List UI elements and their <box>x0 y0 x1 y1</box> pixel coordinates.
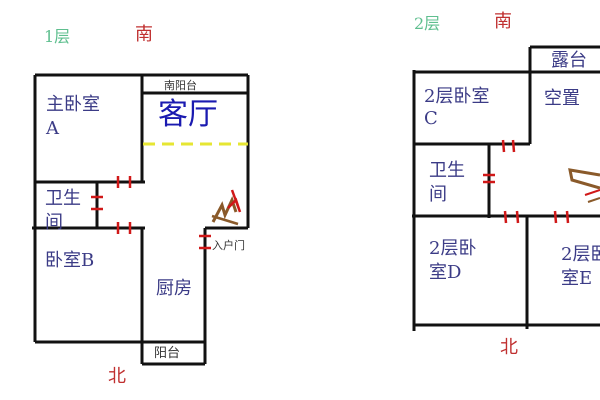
vacant-label: 空置 <box>544 88 580 109</box>
master-bedroom-letter: A <box>46 118 59 139</box>
floor1-stairs-icon <box>211 189 242 226</box>
floor1-doors <box>91 176 211 250</box>
bedroom-e-label-1: 2层卧 <box>561 244 600 265</box>
master-bedroom-label: 主卧室 <box>46 94 100 115</box>
bedroom-c-label-2: C <box>424 108 438 129</box>
floor1-south-label: 南 <box>135 24 153 45</box>
bedroom-c-label-1: 2层卧室 <box>424 86 490 107</box>
floor2-north-label: 北 <box>500 337 518 358</box>
bedroom-d-label-1: 2层卧 <box>429 238 477 259</box>
terrace-label: 露台 <box>551 50 587 71</box>
floor1-bathroom-label-1: 卫生 <box>45 188 81 209</box>
floor2-doors <box>483 139 570 224</box>
floor2-stairs-icon <box>568 168 600 203</box>
balcony-label: 阳台 <box>154 346 181 361</box>
bedroom-d-label-2: 室D <box>429 262 462 283</box>
floor1-title: 1层 <box>44 27 71 46</box>
floor2-south-label: 南 <box>494 11 512 32</box>
bedroom-b-label: 卧室B <box>45 250 95 271</box>
floor1-walls <box>32 73 250 366</box>
floor1-north-label: 北 <box>108 366 126 387</box>
living-room-label: 客厅 <box>158 97 218 132</box>
entrance-label: 入户门 <box>212 239 245 252</box>
floor2-bathroom-label-1: 卫生 <box>429 160 465 181</box>
kitchen-label: 厨房 <box>156 278 192 299</box>
floor2-bathroom-label-2: 间 <box>429 184 447 205</box>
floor2-title: 2层 <box>414 14 441 33</box>
south-balcony-label: 南阳台 <box>164 79 197 92</box>
bedroom-e-label-2: 室E <box>561 268 593 289</box>
floor1-bathroom-label-2: 间 <box>45 212 63 233</box>
